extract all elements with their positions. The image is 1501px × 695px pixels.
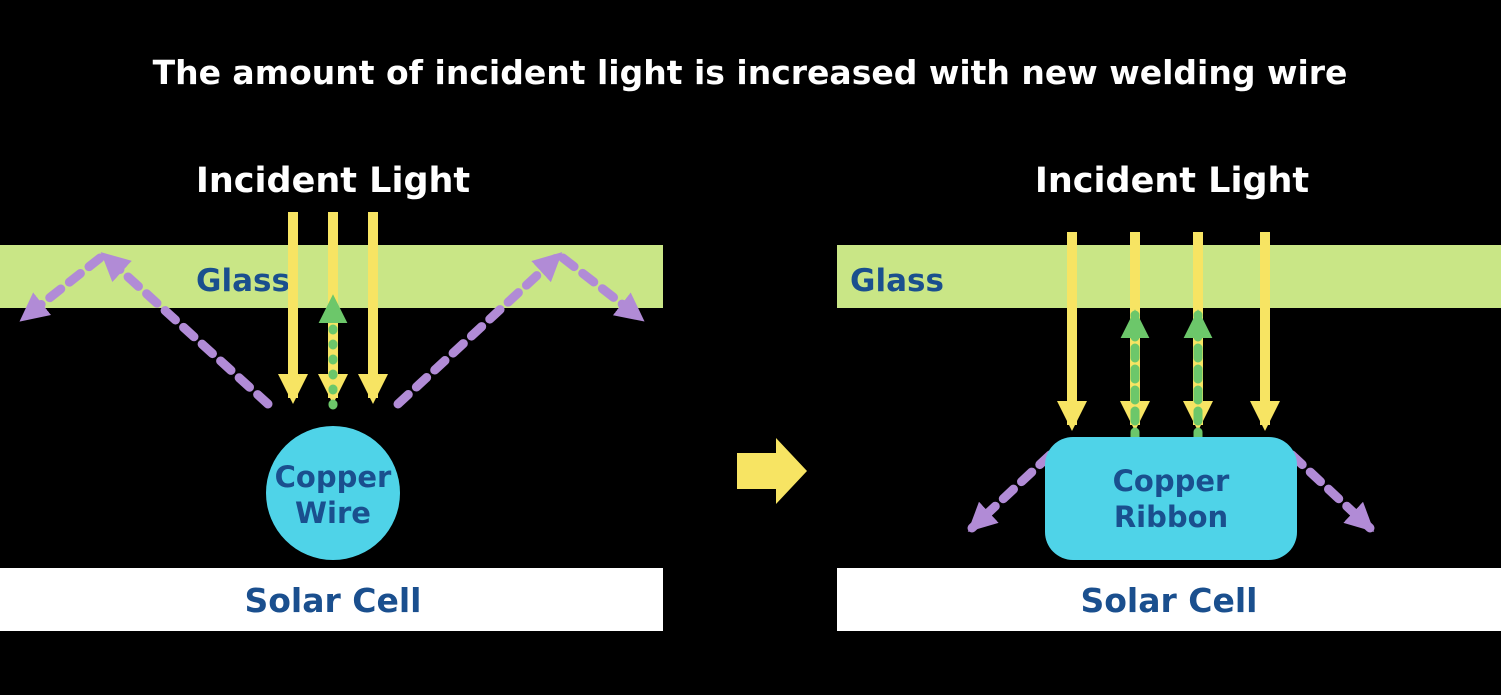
left-reflected-ray-out-right (558, 253, 645, 323)
left-solar-cell-label: Solar Cell (244, 581, 421, 620)
diagram-title: The amount of incident light is increase… (153, 53, 1348, 92)
transition-arrow-icon (737, 438, 807, 504)
left-reflected-ray-out-left (19, 253, 105, 323)
left-glass-label: Glass (196, 263, 290, 299)
left-solar-cell (0, 568, 663, 631)
left-incident-light-label: Incident Light (196, 161, 470, 201)
right-solar-cell-label: Solar Cell (1080, 581, 1257, 620)
right-conductor-label-line1: Copper (1113, 464, 1230, 498)
right-glass-panel (837, 245, 1501, 308)
right-solar-cell (837, 568, 1501, 631)
left-panel: Incident Light Glass Copper Wire Solar C… (0, 161, 663, 631)
right-panel: Incident Light Glass Copper Ribbon Solar… (837, 161, 1501, 631)
right-scattered-ray-left (967, 450, 1055, 533)
left-reflected-ray-up-right (393, 251, 563, 409)
right-conductor-label-line2: Ribbon (1114, 500, 1228, 534)
right-scattered-ray-right (1287, 450, 1375, 533)
left-reflected-ray-up-left (100, 251, 273, 409)
left-conductor-label-line2: Wire (295, 496, 371, 530)
left-copper-wire (266, 426, 400, 560)
right-glass-label: Glass (850, 263, 944, 299)
right-incident-light-label: Incident Light (1035, 161, 1309, 201)
left-conductor-label-line1: Copper (275, 460, 392, 494)
right-copper-ribbon (1045, 437, 1297, 560)
